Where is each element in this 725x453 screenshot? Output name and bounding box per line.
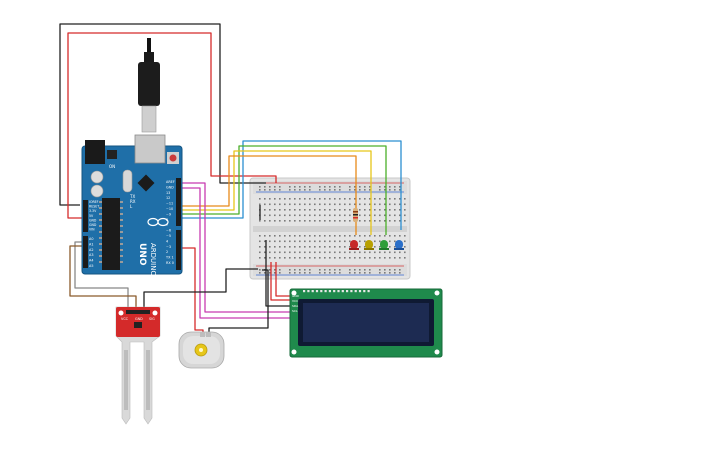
analog-pin-label: A1 bbox=[89, 242, 93, 246]
arduino-logo bbox=[147, 217, 169, 227]
capacitor bbox=[90, 170, 104, 184]
wire-black-lcd bbox=[265, 262, 292, 307]
wire-sensor-gray bbox=[74, 241, 129, 310]
analog-pin-label: A5 bbox=[89, 264, 93, 268]
arduino-model: UNO bbox=[137, 243, 147, 266]
lcd-pin-label: GND bbox=[292, 294, 300, 298]
resistors bbox=[353, 208, 358, 222]
power-pin-label: IOREF bbox=[89, 200, 99, 204]
crystal bbox=[122, 169, 133, 193]
digital-pin-label: ~11 bbox=[166, 202, 173, 206]
wire-magenta-2 bbox=[180, 187, 292, 319]
led-yellow bbox=[364, 240, 374, 250]
capacitor bbox=[90, 184, 104, 198]
wire-motor-black bbox=[208, 269, 269, 336]
digital-pin-label: ~9 bbox=[166, 212, 171, 216]
sensor-pin-label: VCC bbox=[121, 317, 129, 321]
wire-sensor-brown bbox=[69, 245, 137, 310]
usb-port bbox=[134, 134, 166, 164]
lcd-header-pins bbox=[303, 290, 370, 293]
dc-motor bbox=[178, 331, 225, 369]
digital-pin-label: TX 1 bbox=[165, 256, 174, 260]
led-green bbox=[379, 240, 389, 250]
digital-pin-label: AREF bbox=[166, 180, 175, 184]
wire-yellow bbox=[180, 150, 372, 235]
on-label: ON bbox=[109, 164, 115, 169]
wire-orange bbox=[180, 155, 357, 207]
analog-pin-label: A0 bbox=[89, 237, 93, 241]
wire-black-top bbox=[59, 23, 266, 206]
sensor-pin-label: SIG bbox=[149, 317, 155, 321]
analog-header bbox=[83, 236, 88, 268]
wire-sensor-black bbox=[143, 268, 258, 310]
arduino-uno: ARDUINO UNO ON TX RX L AREFGND1312~11~10… bbox=[81, 134, 183, 276]
power-header bbox=[83, 200, 88, 232]
lcd-pin-label: SDA bbox=[292, 304, 299, 308]
wire-red-bb bbox=[275, 262, 292, 297]
lcd-screen bbox=[303, 303, 429, 342]
wire-blue bbox=[180, 140, 402, 230]
wire-green bbox=[180, 145, 387, 235]
power-pin-label: GND bbox=[89, 218, 97, 222]
usb-cable bbox=[138, 38, 160, 133]
digital-pin-label: 12 bbox=[166, 196, 170, 200]
digital-pin-label: ~10 bbox=[166, 207, 173, 211]
analog-pin-label: A4 bbox=[89, 259, 93, 263]
digital-header bbox=[176, 178, 181, 226]
wires bbox=[59, 23, 402, 336]
soil-moisture-sensor: VCC GND SIG bbox=[115, 306, 161, 425]
power-jack bbox=[85, 140, 105, 164]
leds bbox=[349, 240, 404, 250]
power-pin-label: 5V bbox=[89, 214, 94, 218]
power-pin-label: VIN bbox=[89, 228, 95, 232]
regulator bbox=[107, 150, 117, 159]
led-blue bbox=[394, 240, 404, 250]
power-pin-label: 3.3V bbox=[89, 209, 97, 213]
usb-chip bbox=[137, 174, 155, 192]
lcd-pin-label: VCC bbox=[292, 299, 298, 303]
wire-red-top bbox=[67, 32, 277, 219]
digital-pin-label: 4 bbox=[166, 239, 168, 243]
led-red bbox=[349, 240, 359, 250]
power-pin-label: RESET bbox=[89, 205, 99, 209]
sensor-pin-label: GND bbox=[135, 317, 143, 321]
tx-label: TX bbox=[129, 194, 135, 199]
lcd-pin-label: SCL bbox=[292, 309, 298, 313]
analog-pin-label: A2 bbox=[89, 248, 93, 252]
breadboard-holes bbox=[259, 186, 406, 274]
analog-pin-label: A3 bbox=[89, 253, 93, 257]
sensor-labels: VCC GND SIG bbox=[121, 317, 155, 321]
breadboard bbox=[249, 177, 411, 280]
atmega-chip bbox=[102, 198, 120, 270]
sensor-header bbox=[126, 310, 150, 314]
arduino-brand: ARDUINO bbox=[149, 243, 157, 276]
wire-magenta-1 bbox=[180, 182, 292, 313]
digital-pin-label: RX 0 bbox=[166, 261, 174, 265]
wire-red-lcd bbox=[270, 262, 292, 301]
digital-pin-label: 8 bbox=[166, 218, 168, 222]
digital-pin-label: ~3 bbox=[166, 245, 171, 249]
digital-pin-label: GND bbox=[166, 185, 174, 189]
digital-pin-label: 13 bbox=[166, 191, 170, 195]
power-pin-label: GND bbox=[89, 223, 97, 227]
l-label: L bbox=[130, 204, 133, 209]
digital-header-2 bbox=[176, 230, 181, 270]
digital-pin-label: ~6 bbox=[166, 229, 171, 233]
digital-pin-label: 7 bbox=[166, 223, 168, 227]
digital-pin-label: ~5 bbox=[166, 234, 171, 238]
sensor-chip bbox=[134, 322, 142, 328]
rx-label: RX bbox=[130, 199, 136, 204]
digital-pin-label: 2 bbox=[166, 250, 168, 254]
